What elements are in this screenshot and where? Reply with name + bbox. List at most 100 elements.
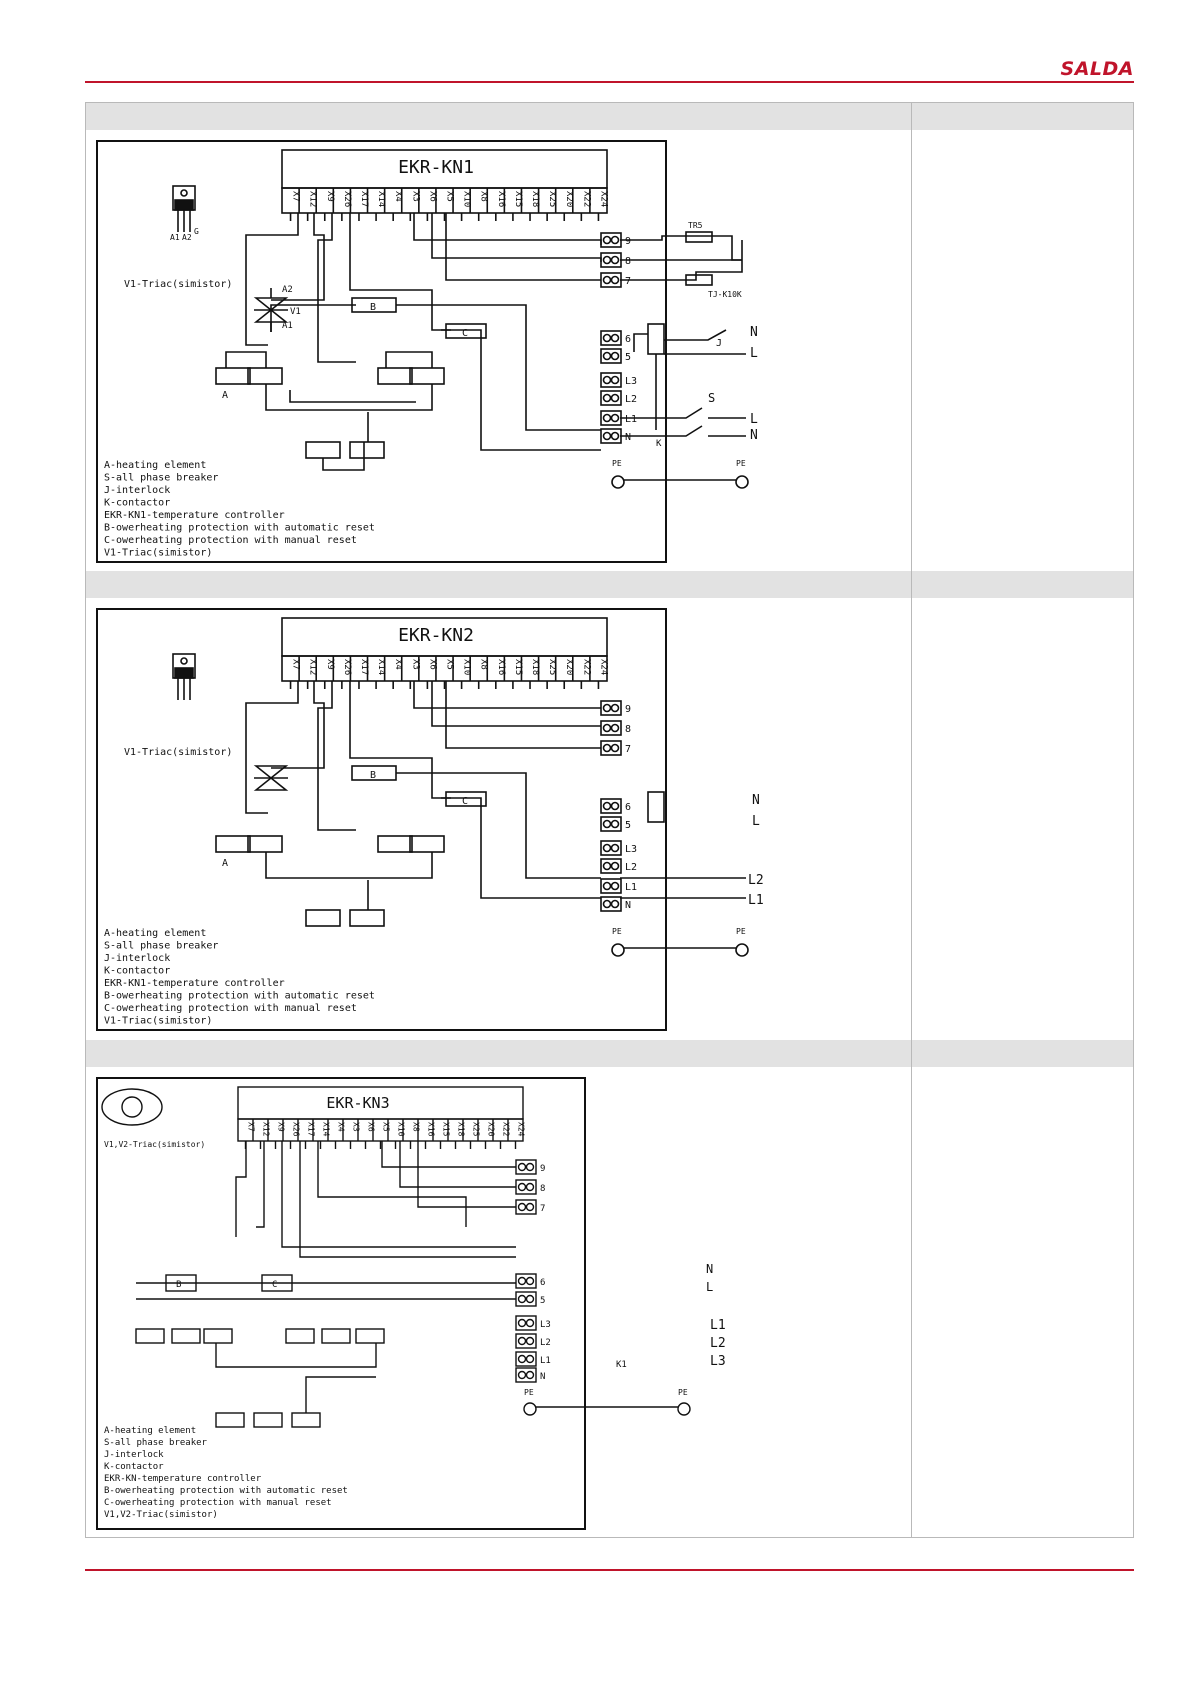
terminal-label-x9: X9 <box>277 1122 286 1132</box>
terminal-screw <box>525 1162 535 1172</box>
diagram-border <box>96 1077 586 1530</box>
terminal-screw <box>610 881 620 891</box>
label-k1: K1 <box>616 1360 627 1370</box>
legend-line: B-owerheating protection with automatic … <box>104 1486 348 1496</box>
legend-line: C-owerheating protection with manual res… <box>104 1003 357 1014</box>
terminal-block-l3 <box>600 840 622 856</box>
terminal-screw <box>602 351 612 361</box>
triac-caption: V1-Triac(simistor) <box>124 279 232 290</box>
terminal-label-x17: X17 <box>359 659 369 675</box>
label-b: B <box>370 302 376 313</box>
terminal-screw <box>517 1370 527 1380</box>
terminal-screw <box>525 1354 535 1364</box>
terminal-label-x17: X17 <box>359 191 369 207</box>
terminal-label-n: N <box>540 1372 545 1382</box>
supply-l-j: L <box>750 346 758 361</box>
terminal-label-x18: X18 <box>530 191 540 207</box>
terminal-screw <box>602 743 612 753</box>
terminal-label-x22: X22 <box>581 659 591 675</box>
section-header-3 <box>86 1040 1133 1067</box>
terminal-label-6: 6 <box>625 802 631 813</box>
terminal-label-x26: X26 <box>342 191 352 207</box>
supply-n-j: N <box>752 793 760 808</box>
terminal-label-x25: X25 <box>547 659 557 675</box>
terminal-block-9 <box>515 1159 537 1175</box>
supply-l1: L1 <box>710 1318 726 1333</box>
terminal-label-x8: X8 <box>479 659 489 670</box>
terminal-label-x6: X6 <box>427 191 437 202</box>
terminal-screw <box>610 703 620 713</box>
terminal-screw <box>525 1294 535 1304</box>
legend-line: C-owerheating protection with manual res… <box>104 535 357 546</box>
terminal-block-7 <box>515 1199 537 1215</box>
terminal-label-x3: X3 <box>410 659 420 670</box>
terminal-screw <box>610 899 620 909</box>
terminal-label-x15: X15 <box>513 659 523 675</box>
terminal-label-7: 7 <box>625 744 631 755</box>
terminal-screw <box>525 1182 535 1192</box>
legend-line: V1-Triac(simistor) <box>104 1016 212 1027</box>
terminal-screw <box>525 1276 535 1286</box>
legend-line: A-heating element <box>104 1426 196 1436</box>
terminal-label-x20: X20 <box>564 191 574 207</box>
triac-a2: A2 <box>282 285 293 295</box>
heating-elements <box>215 835 445 927</box>
terminal-label-8: 8 <box>540 1184 545 1194</box>
terminal-block-l3 <box>600 372 622 388</box>
terminal-screw <box>602 819 612 829</box>
terminal-screw <box>610 801 620 811</box>
triac-package-icon <box>172 653 196 700</box>
terminal-label-x9: X9 <box>325 659 335 670</box>
terminal-label-x4: X4 <box>393 191 403 202</box>
terminal-block-l2 <box>600 390 622 406</box>
terminal-label-x6: X6 <box>367 1122 376 1132</box>
label-c: C <box>462 328 468 339</box>
terminal-label-5: 5 <box>625 820 631 831</box>
legend-line: EKR-KN1-temperature controller <box>104 978 285 989</box>
terminal-label-x22: X22 <box>581 191 591 207</box>
supply-l2: L2 <box>748 873 764 888</box>
triac-symbol <box>253 765 289 791</box>
terminal-block-6 <box>600 798 622 814</box>
terminal-label-x6: X6 <box>427 659 437 670</box>
terminal-label-x24: X24 <box>598 191 608 207</box>
terminal-screw <box>610 275 620 285</box>
terminal-screw <box>517 1182 527 1192</box>
terminal-label-x26: X26 <box>292 1122 301 1137</box>
terminal-label-x5: X5 <box>445 659 455 670</box>
protection-b-box <box>351 765 397 781</box>
legend-line: EKR-KN-temperature controller <box>104 1474 262 1484</box>
triac-caption: V1-Triac(simistor) <box>124 747 232 758</box>
terminal-label-x26: X26 <box>342 659 352 675</box>
terminal-label-7: 7 <box>540 1204 545 1214</box>
label-a: A <box>222 390 228 401</box>
brand-logo: SALDA <box>1060 58 1134 80</box>
terminal-screw <box>610 375 620 385</box>
protection-c-box <box>445 323 487 339</box>
terminal-label-x15: X15 <box>442 1122 451 1137</box>
terminal-label-6: 6 <box>625 334 631 345</box>
terminal-screw <box>517 1202 527 1212</box>
terminal-label-9: 9 <box>625 704 631 715</box>
terminal-screw <box>610 255 620 265</box>
terminal-block-l1 <box>515 1351 537 1367</box>
terminal-label-x25: X25 <box>472 1122 481 1137</box>
legend-line: J-interlock <box>104 485 170 496</box>
triac-package-icon <box>172 185 196 232</box>
terminal-label-l1: L1 <box>625 882 637 893</box>
legend-line: J-interlock <box>104 1450 164 1460</box>
label-b: B <box>176 1280 181 1290</box>
terminal-screw <box>517 1276 527 1286</box>
terminal-label-x18: X18 <box>457 1122 466 1137</box>
terminal-label-l2: L2 <box>625 862 637 873</box>
terminal-label-x25: X25 <box>547 191 557 207</box>
terminal-screw <box>610 393 620 403</box>
protection-c-box <box>445 791 487 807</box>
terminal-screw <box>602 723 612 733</box>
terminal-screw <box>610 743 620 753</box>
legend-line: A-heating element <box>104 460 206 471</box>
triac-a1: A1 <box>282 321 293 331</box>
pe-right: PE <box>678 1388 688 1397</box>
